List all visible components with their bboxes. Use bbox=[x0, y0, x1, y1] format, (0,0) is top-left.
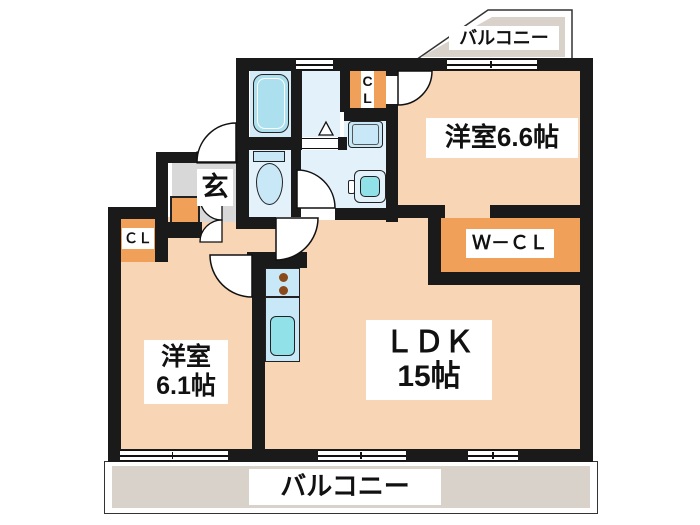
wall-right bbox=[580, 58, 593, 462]
wall-top bbox=[236, 58, 593, 71]
window-ldk-2 bbox=[468, 450, 518, 461]
entrance-door-arc bbox=[196, 122, 237, 163]
cl-left-label: ＣＬ bbox=[122, 228, 154, 249]
bedroom1-door-gap bbox=[386, 76, 398, 104]
bathtub-inner bbox=[257, 78, 285, 129]
wall-wcl-left bbox=[428, 205, 441, 285]
wall-wcl-top bbox=[490, 205, 593, 218]
toilet-bowl bbox=[256, 163, 283, 205]
wall-genkan-south bbox=[156, 222, 202, 238]
wall-cltop-west bbox=[340, 58, 350, 112]
toilet-doorway bbox=[276, 217, 301, 229]
cl-top-label: C L bbox=[362, 73, 373, 106]
toilet-tank bbox=[253, 151, 285, 162]
cl-top-stripe bbox=[361, 71, 374, 108]
window-top-small bbox=[296, 59, 333, 70]
wall-genkan-north bbox=[156, 152, 197, 163]
washroom-doorway bbox=[301, 208, 335, 220]
bedroom2-label: 洋室 6.1帖 bbox=[144, 340, 228, 404]
wall-washroom-south bbox=[335, 208, 386, 220]
bath-folding-door bbox=[302, 138, 338, 149]
kitchen-sink bbox=[270, 316, 295, 356]
wall-washroom-west bbox=[291, 150, 301, 220]
burner-1 bbox=[279, 273, 288, 282]
wall-cl-left-top bbox=[108, 207, 158, 219]
shower-room-floor bbox=[302, 71, 340, 137]
kitchen-divider bbox=[265, 296, 300, 298]
wcl-label: Ｗ－ＣＬ bbox=[466, 229, 554, 258]
burner-2 bbox=[279, 286, 288, 295]
wall-bath-south-end bbox=[338, 137, 347, 150]
washbasin-bowl bbox=[360, 176, 380, 197]
bedroom1-label: 洋室6.6帖 bbox=[426, 118, 578, 158]
window-ldk-1 bbox=[318, 450, 406, 461]
wall-left bbox=[108, 207, 121, 462]
ldk-label: ＬＤＫ 15帖 bbox=[366, 320, 492, 400]
wall-bath-divider bbox=[291, 71, 302, 150]
wall-toilet-south bbox=[236, 217, 276, 229]
wall-bath-south bbox=[236, 137, 302, 150]
wall-cltop-south bbox=[344, 108, 398, 121]
washing-machine-inner bbox=[352, 124, 379, 145]
genkan-label: 玄 bbox=[197, 169, 233, 206]
washbasin-tab bbox=[348, 180, 355, 194]
balcony-top-label: バルコニー bbox=[449, 26, 559, 50]
balcony-bottom-label: バルコニー bbox=[249, 469, 441, 505]
wall-bedroom2-east bbox=[252, 252, 265, 462]
wall-wcl-bottom bbox=[428, 272, 593, 285]
window-bedroom1 bbox=[447, 59, 537, 70]
window-bedroom2 bbox=[120, 450, 228, 461]
wall-genkan-west bbox=[156, 152, 168, 240]
